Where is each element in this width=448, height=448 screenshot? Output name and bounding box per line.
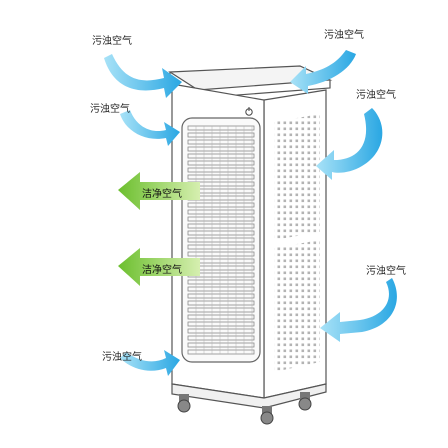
clean-air-arrow-lower: [118, 248, 200, 286]
dirty-air-arrow-lower-right: [320, 278, 397, 342]
label-dirty-air-lower-right: 污浊空气: [366, 266, 406, 277]
grille-slat: [187, 202, 255, 208]
dirty-air-arrow-top-right: [290, 50, 356, 94]
clean-air-arrow-upper: [118, 172, 200, 210]
purifier-body: [168, 65, 333, 409]
grille-slat: [187, 279, 255, 285]
label-clean-air-lower: 洁净空气: [142, 265, 182, 276]
front-grille: [181, 117, 261, 363]
label-dirty-air-left: 污浊空气: [90, 104, 130, 115]
grille-slat: [187, 209, 255, 215]
dirty-air-arrow-right-curve: [316, 108, 383, 180]
grille-slat: [187, 307, 255, 313]
grille-slat: [187, 167, 255, 173]
grille-slat: [187, 216, 255, 222]
grille-slat: [187, 223, 255, 229]
grille-slat: [187, 300, 255, 306]
grille-slat: [187, 132, 255, 138]
grille-slat: [187, 153, 255, 159]
grille-slat: [187, 237, 255, 243]
grille-slat: [187, 314, 255, 320]
grille-slat: [187, 335, 255, 341]
grille-slat: [187, 244, 255, 250]
label-dirty-air-top-left: 污浊空气: [92, 36, 132, 47]
label-clean-air-upper: 洁净空气: [142, 189, 182, 200]
grille-slat: [187, 125, 255, 131]
caster-wheels: [177, 392, 312, 425]
dirty-air-arrow-top-left: [104, 54, 182, 98]
grille-slat: [187, 321, 255, 327]
wheel-front-left: [177, 394, 191, 413]
dirty-air-arrow-left-curve: [120, 110, 180, 146]
wheel-back-right: [298, 392, 312, 411]
grille-slat: [187, 349, 255, 355]
grille-slat: [187, 230, 255, 236]
label-dirty-air-top-right: 污浊空气: [324, 30, 364, 41]
power-icon[interactable]: [245, 107, 253, 116]
grille-slat: [187, 342, 255, 348]
grille-slat: [187, 174, 255, 180]
label-dirty-air-bottom-left: 污浊空气: [102, 352, 142, 363]
grille-slat: [187, 146, 255, 152]
side-vent-lower: [274, 240, 320, 372]
grille-slat: [187, 328, 255, 334]
label-dirty-air-right: 污浊空气: [356, 90, 396, 101]
grille-slat: [187, 251, 255, 257]
grille-slats: [187, 125, 255, 355]
grille-slat: [187, 286, 255, 292]
wheel-front-right: [260, 406, 274, 425]
side-vent-upper: [274, 114, 320, 240]
grille-slat: [187, 160, 255, 166]
grille-slat: [187, 293, 255, 299]
dirty-air-arrow-bottom-left: [120, 350, 180, 376]
grille-slat: [187, 139, 255, 145]
